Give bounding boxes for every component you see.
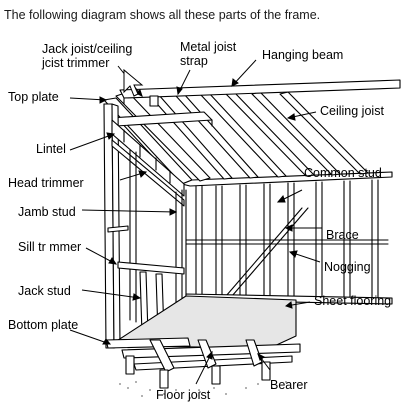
leader-head-trimmer	[119, 170, 148, 181]
leader-sheet-flooring	[284, 301, 311, 309]
back-top-plate	[181, 171, 393, 187]
metal-joist-strap	[149, 95, 159, 107]
label-bearer: Bearer	[270, 378, 308, 392]
noggings	[185, 239, 389, 245]
stumps	[125, 355, 271, 389]
label-sheet-flooring: Sheet flooring	[314, 294, 392, 308]
label-bottom-plate: Bottom plate	[8, 318, 79, 332]
label-head-trimmer: Head trimmer	[8, 176, 84, 190]
leader-jack-stud	[81, 289, 142, 301]
label-jack-stud: Jack stud	[18, 284, 71, 298]
lintel	[111, 119, 185, 197]
leader-floor-joist	[195, 350, 213, 385]
label-hanging-beam: Hanging beam	[262, 48, 344, 62]
hanging-beam	[119, 79, 401, 105]
leader-top-plate	[69, 96, 108, 104]
leader-nogging	[288, 250, 321, 263]
leader-lintel	[69, 132, 116, 151]
label-ceiling-joist: Ceiling joist	[320, 104, 384, 118]
intro-text: The following diagram shows all these pa…	[4, 8, 321, 22]
sill-trimmer	[117, 261, 185, 275]
leader-ceiling-joist	[286, 111, 317, 121]
label-nogging: Nogging	[324, 260, 371, 274]
ground	[119, 381, 287, 399]
label-lintel: Lintel	[36, 142, 66, 156]
brace	[225, 207, 309, 297]
bottom-plate	[105, 337, 191, 349]
label-metal-joist-strap: Metal joist strap	[180, 40, 237, 68]
label-sill-trimmer: Sill tr mmer	[18, 240, 82, 254]
leader-bearer	[257, 353, 271, 371]
label-floor-joist: Floor joist	[156, 388, 211, 402]
label-top-plate: Top plate	[8, 90, 59, 104]
label-jack-joist: Jack joist/ceiling jcist trimmer	[42, 42, 133, 70]
leader-brace	[284, 224, 322, 232]
mouse-cursor-icon	[123, 68, 144, 97]
leader-hanging-beam	[231, 59, 257, 87]
leader-bottom-plate	[69, 329, 112, 345]
leader-common-stud	[276, 189, 303, 203]
leader-sill-trimmer	[85, 247, 118, 265]
floor-joists	[149, 339, 263, 373]
front-corner-studs	[103, 103, 121, 349]
label-jamb-stud: Jamb stud	[18, 205, 76, 219]
window-studs	[129, 149, 137, 323]
label-common-stud: Common stud	[304, 166, 382, 180]
label-brace: Brace	[326, 228, 359, 242]
leader-metal-strap	[176, 69, 191, 96]
leader-jamb-stud	[81, 208, 178, 216]
